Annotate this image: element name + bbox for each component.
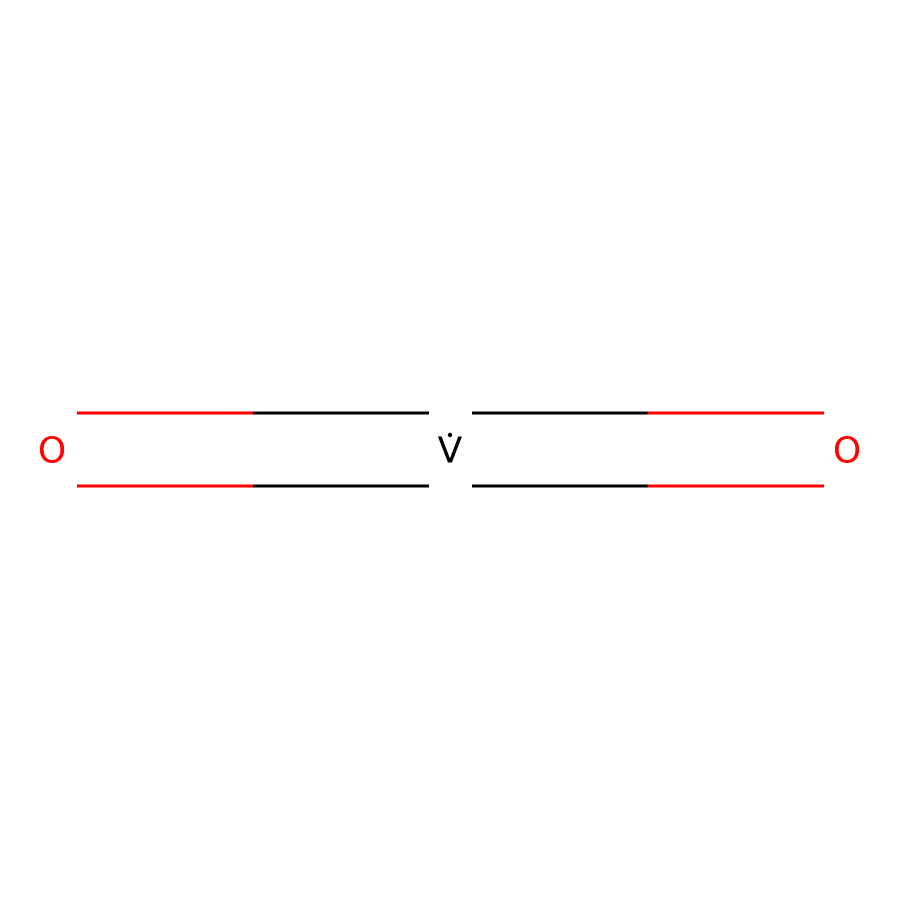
bond-v-o-right bbox=[472, 411, 824, 488]
atom-label-v-center: V bbox=[438, 431, 463, 472]
atom-label-o-right: O bbox=[833, 431, 861, 472]
atom-label-o-left: O bbox=[38, 431, 66, 472]
bond-o-left-v bbox=[77, 411, 429, 488]
radical-dot-icon bbox=[447, 432, 453, 438]
